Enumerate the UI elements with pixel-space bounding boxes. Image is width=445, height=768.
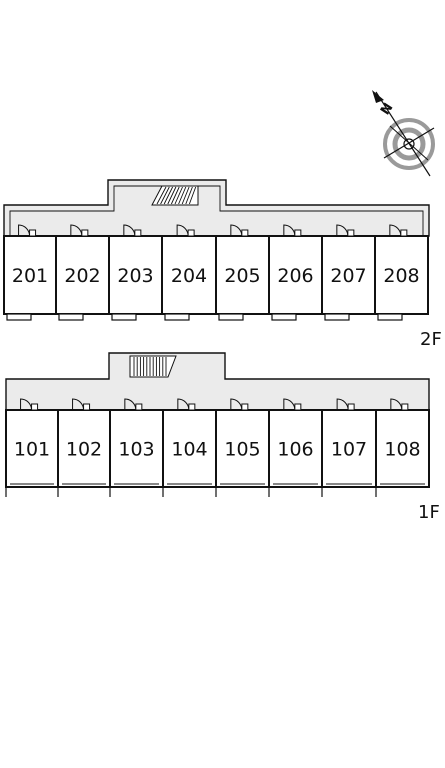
- rooms-2f: 201 202 203 204 205 206 207 208: [3, 224, 429, 321]
- room-107: 107: [321, 398, 377, 497]
- floor-label-2f: 2F: [420, 329, 442, 350]
- floor-2f: 201 202 203 204 205 206 207 208 2F: [3, 179, 442, 350]
- room-106: 106: [268, 398, 323, 497]
- compass-arrow-icon: [372, 90, 384, 103]
- staircase-2f: [151, 185, 199, 206]
- balcony: [164, 313, 190, 321]
- room-108: 108: [375, 398, 430, 497]
- room-number-102: 102: [66, 439, 102, 461]
- room-number-202: 202: [64, 265, 100, 287]
- room-number-205: 205: [224, 265, 260, 287]
- balcony: [324, 313, 350, 321]
- door-icon: [124, 398, 143, 411]
- compass-north-label: N: [378, 101, 397, 118]
- room-number-201: 201: [12, 265, 48, 287]
- corridor-2f: [3, 179, 430, 237]
- door-icon: [123, 224, 142, 237]
- room-number-207: 207: [330, 265, 366, 287]
- balcony: [377, 313, 403, 321]
- door-icon: [20, 398, 39, 411]
- staircase-1f: [129, 355, 177, 378]
- door-icon: [72, 398, 91, 411]
- room-203: 203: [108, 224, 163, 321]
- room-104: 104: [162, 398, 217, 497]
- compass-inner-ring: [392, 127, 426, 161]
- room-number-101: 101: [14, 439, 50, 461]
- room-208: 208: [374, 224, 429, 321]
- door-icon: [283, 224, 302, 237]
- room-101: 101: [5, 398, 59, 497]
- room-number-206: 206: [277, 265, 313, 287]
- door-icon: [336, 224, 355, 237]
- room-206: 206: [268, 224, 323, 321]
- door-icon: [70, 224, 89, 237]
- room-number-203: 203: [117, 265, 153, 287]
- door-icon: [176, 224, 195, 237]
- compass-outer-ring: [383, 118, 435, 170]
- room-number-105: 105: [224, 439, 260, 461]
- room-number-106: 106: [277, 439, 313, 461]
- floor-label-1f: 1F: [418, 502, 440, 523]
- room-102: 102: [57, 398, 111, 497]
- room-number-104: 104: [171, 439, 207, 461]
- balcony: [6, 313, 32, 321]
- room-204: 204: [161, 224, 217, 321]
- room-number-204: 204: [171, 265, 207, 287]
- room-105: 105: [215, 398, 270, 497]
- room-number-107: 107: [331, 439, 367, 461]
- balcony: [271, 313, 297, 321]
- door-icon: [18, 224, 37, 237]
- compass: N: [372, 90, 435, 177]
- floor-1f: 101 102 103 104 105 106 107 108 1F: [5, 352, 440, 523]
- door-icon: [336, 398, 355, 411]
- room-103: 103: [109, 398, 164, 497]
- room-205: 205: [215, 224, 270, 321]
- room-number-208: 208: [383, 265, 419, 287]
- door-icon: [283, 398, 302, 411]
- compass-needle: [375, 91, 431, 177]
- room-202: 202: [55, 224, 110, 321]
- door-icon: [230, 224, 249, 237]
- door-icon: [390, 398, 409, 411]
- room-201: 201: [3, 224, 57, 321]
- balcony: [111, 313, 137, 321]
- corridor-1f: [5, 352, 430, 411]
- room-number-103: 103: [118, 439, 154, 461]
- compass-cross-line-2: [389, 125, 429, 161]
- door-icon: [389, 224, 408, 237]
- rooms-1f: 101 102 103 104 105 106 107 108: [5, 398, 430, 497]
- balcony: [58, 313, 84, 321]
- room-number-108: 108: [384, 439, 420, 461]
- door-icon: [230, 398, 249, 411]
- balcony: [218, 313, 244, 321]
- door-icon: [177, 398, 196, 411]
- room-207: 207: [321, 224, 376, 321]
